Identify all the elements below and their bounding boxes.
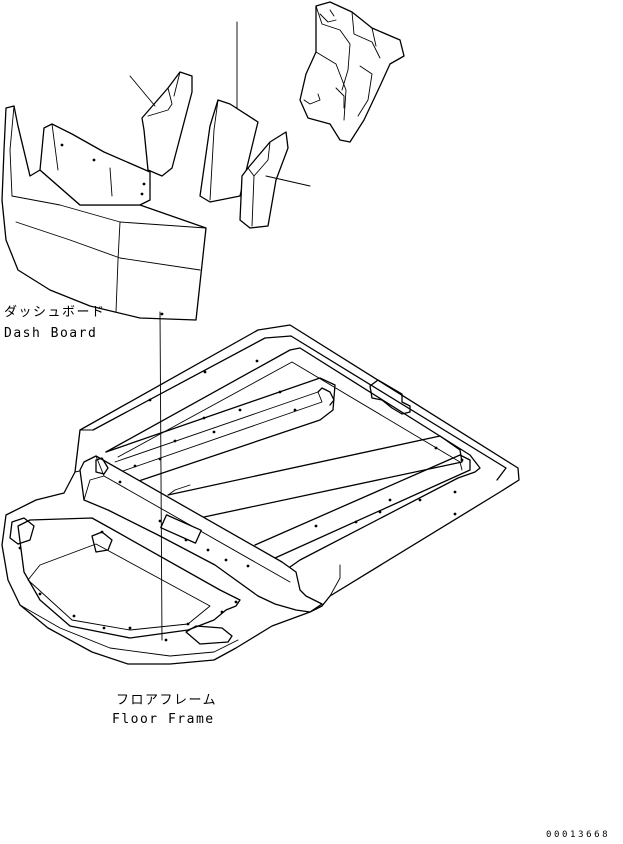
deck-slot bbox=[160, 514, 202, 544]
left-cutout bbox=[9, 517, 35, 545]
floor-frame-label-ja: フロアフレーム bbox=[116, 693, 218, 708]
dash-board-hole bbox=[140, 192, 144, 196]
dash-board-top-panel-edge bbox=[51, 123, 113, 197]
floor-frame-opening-lip bbox=[117, 361, 463, 471]
floor-frame-outer bbox=[1, 324, 520, 665]
floor-frame-opening bbox=[105, 347, 481, 568]
floor-panel bbox=[17, 517, 241, 639]
bolt-holes bbox=[18, 359, 464, 642]
bracket-assembly bbox=[299, 1, 405, 143]
side-cover-right bbox=[239, 131, 311, 229]
drawing-number: 00013668 bbox=[546, 830, 611, 840]
center-cross-member bbox=[167, 435, 463, 521]
dash-board-mid-line bbox=[15, 221, 201, 271]
floor-frame-drawing bbox=[1, 324, 520, 665]
center-cross-member-edge bbox=[167, 484, 191, 496]
right-rail bbox=[254, 454, 471, 559]
dash-board-hole bbox=[160, 312, 164, 316]
dash-board-hole bbox=[60, 143, 64, 147]
top-bracket bbox=[369, 379, 411, 415]
dash-board-upper-line bbox=[11, 195, 207, 229]
dash-board-label-en: Dash Board bbox=[4, 326, 98, 341]
left-rail-top bbox=[114, 391, 323, 473]
floor-frame-label-en: Floor Frame bbox=[112, 712, 215, 727]
rail-bracket bbox=[317, 387, 335, 406]
dash-board-left-edge bbox=[9, 105, 31, 197]
right-lower-lip bbox=[309, 564, 341, 613]
side-cover-left bbox=[129, 71, 193, 177]
dash-board-label-ja: ダッシュボード bbox=[4, 305, 106, 320]
dash-board-hole bbox=[142, 182, 146, 186]
bottom-tab bbox=[185, 625, 233, 645]
dash-board-panel-split bbox=[115, 221, 121, 313]
bottom-lip bbox=[19, 604, 239, 657]
floor-frame-rim-inner bbox=[92, 335, 507, 481]
dash-board-hole bbox=[92, 158, 96, 162]
leader-line bbox=[159, 311, 163, 641]
floor-panel-inner bbox=[27, 543, 211, 631]
dash-board-top-panel bbox=[39, 123, 151, 206]
deck-notch-left bbox=[95, 457, 109, 475]
front-cutout bbox=[91, 531, 113, 553]
left-rail bbox=[105, 377, 336, 489]
dash-board-drawing bbox=[1, 105, 207, 321]
